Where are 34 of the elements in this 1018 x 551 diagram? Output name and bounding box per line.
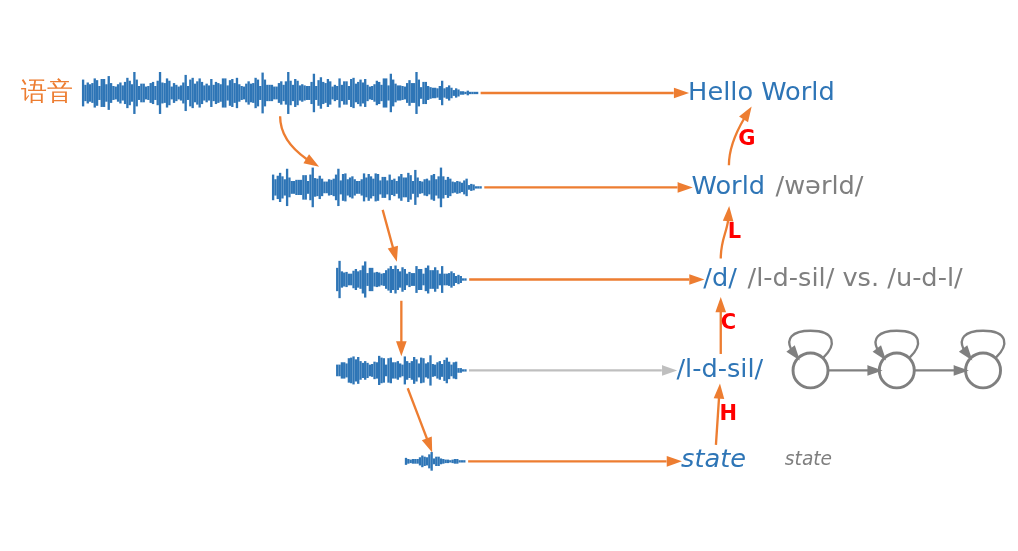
arrow [713,383,724,445]
arrow [467,455,682,467]
arrow [913,364,969,376]
arrow [727,106,752,165]
node-label: /wərld/ [775,169,863,200]
node-text: /d/ [702,261,737,292]
label: state [784,447,832,469]
node-circle [963,351,1002,389]
arrow [468,273,704,285]
arrow [468,364,677,376]
node-text: World [691,169,765,200]
arrow [480,87,689,98]
arrow [872,329,919,360]
node-circle [791,351,829,389]
edge-label: C [720,309,736,334]
node-text: Hello World [687,75,835,106]
edge-label: L [727,218,741,243]
edge-label: H [719,400,737,425]
node-text: /l-d-sil/ [675,352,763,383]
node-text: state [680,442,746,473]
arrow [719,205,733,259]
node-label: /l-d-sil/ vs. /u-d-l/ [747,261,963,292]
node-circle [877,351,916,389]
arrow [406,387,432,452]
arrow [395,300,407,356]
arrow [785,329,833,360]
arrow [827,364,883,376]
arrow [958,329,1005,360]
arrow [714,296,726,354]
arrow [483,181,693,193]
edge-label: G [737,125,755,150]
node-label: 语音 [20,75,73,106]
arrow [381,209,398,262]
arrow [278,115,319,167]
